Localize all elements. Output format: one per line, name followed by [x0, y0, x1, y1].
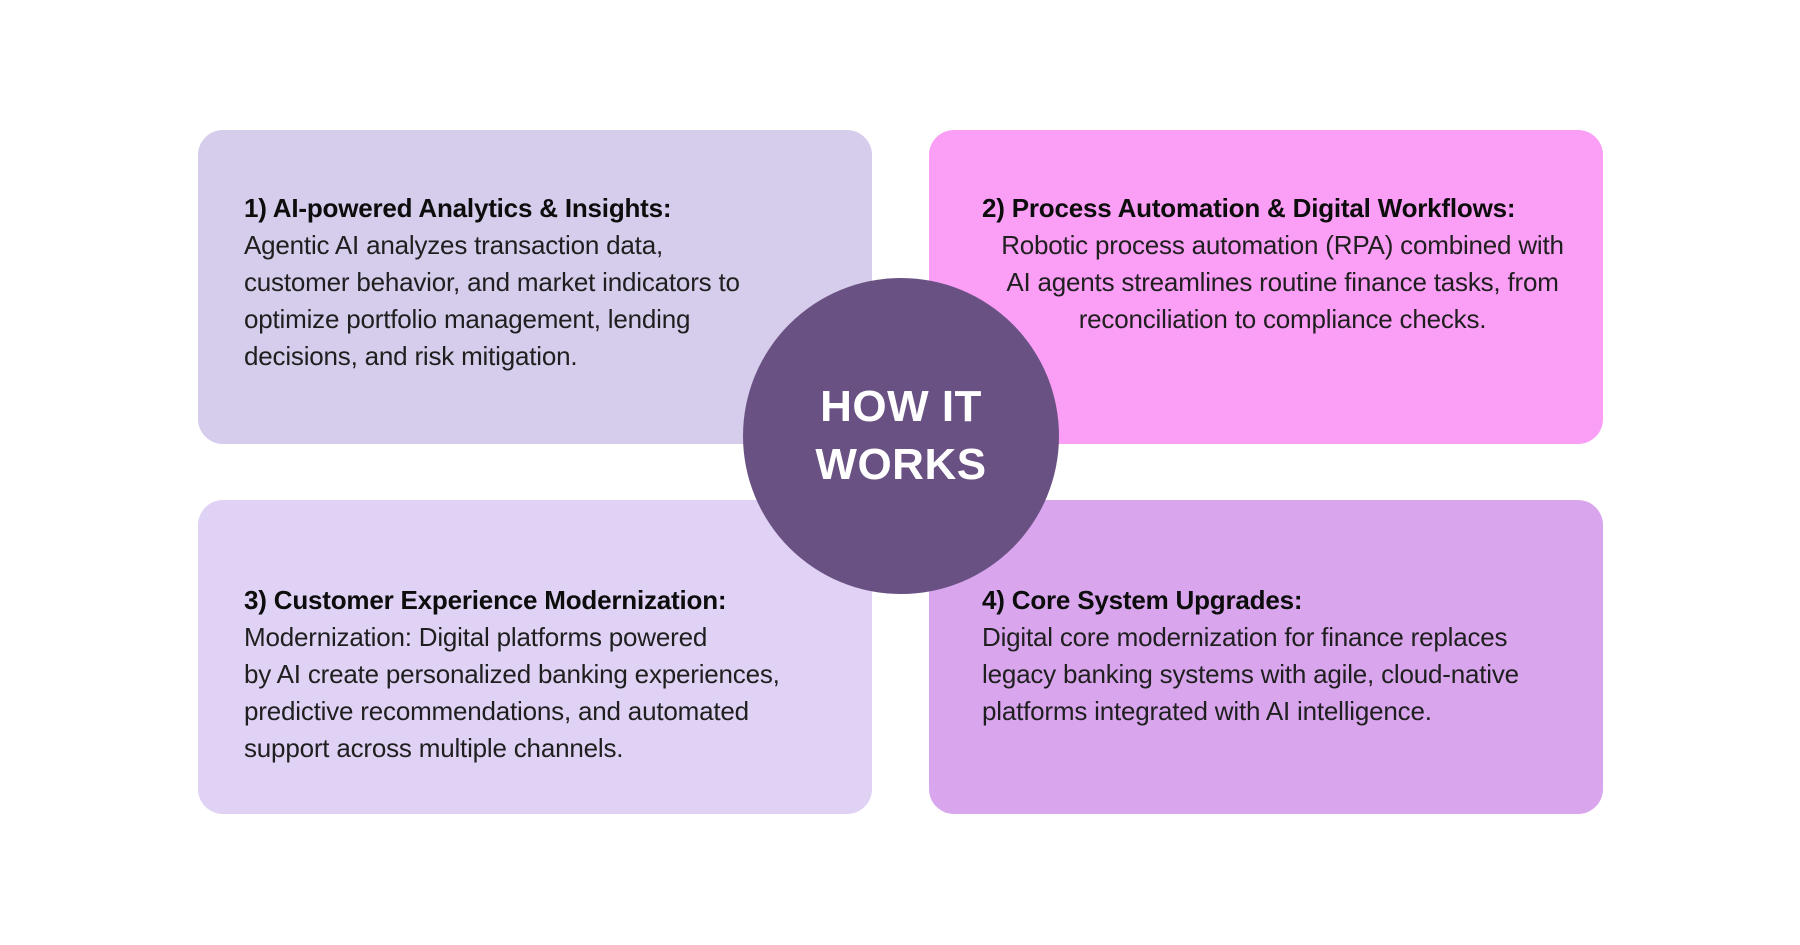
panel-core-system-upgrades-body: Digital core modernization for finance r… — [982, 622, 1519, 726]
how-it-works-badge-label: HOW IT WORKS — [815, 382, 987, 489]
panel-process-automation: 2) Process Automation & Digital Workflow… — [929, 130, 1603, 444]
panel-ai-analytics-body: Agentic AI analyzes transaction data, cu… — [244, 230, 740, 371]
how-it-works-badge: HOW IT WORKS — [743, 278, 1059, 594]
panel-core-system-upgrades-title: 4) Core System Upgrades: — [982, 585, 1303, 615]
panel-customer-experience: 3) Customer Experience Modernization: Mo… — [198, 500, 872, 814]
panel-process-automation-body: Robotic process automation (RPA) combine… — [1001, 230, 1564, 334]
panel-process-automation-title: 2) Process Automation & Digital Workflow… — [982, 193, 1516, 223]
panel-ai-analytics-title: 1) AI-powered Analytics & Insights: — [244, 193, 672, 223]
panel-ai-analytics: 1) AI-powered Analytics & Insights: Agen… — [198, 130, 872, 444]
panel-customer-experience-title: 3) Customer Experience Modernization: — [244, 585, 727, 615]
panel-customer-experience-body: Modernization: Digital platforms powered… — [244, 622, 780, 763]
panel-core-system-upgrades: 4) Core System Upgrades: Digital core mo… — [929, 500, 1603, 814]
